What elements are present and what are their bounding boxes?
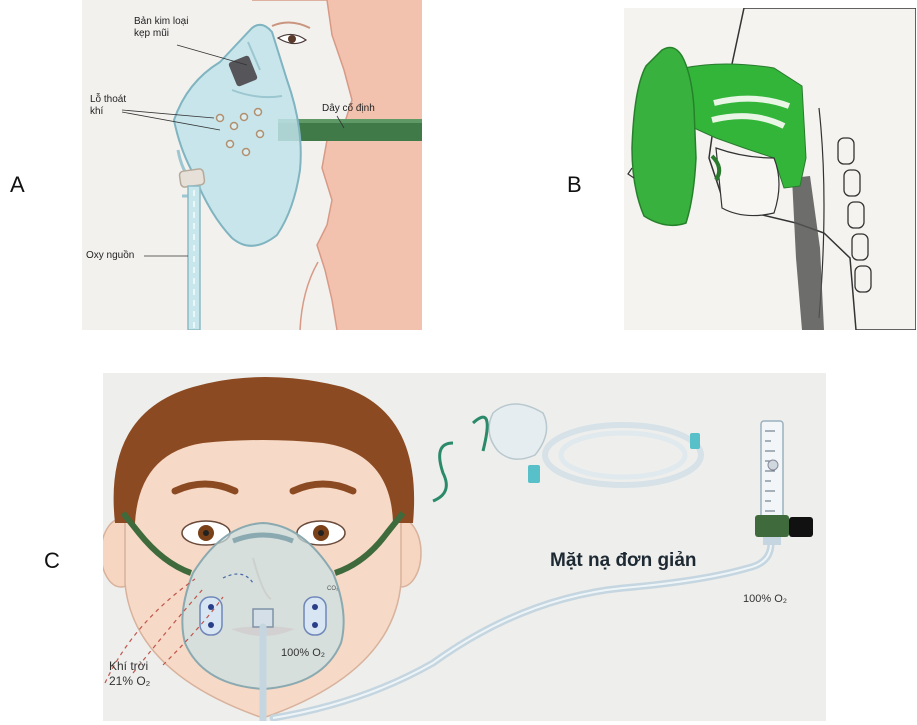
strap-label: Dây cố định xyxy=(322,103,375,115)
flowmeter-oxygen-label: 100% O₂ xyxy=(743,593,787,605)
mask-profile-illustration xyxy=(82,0,422,330)
panel-letter-a: A xyxy=(10,172,25,198)
oxygen-source-label: Oxy nguồn xyxy=(86,250,134,262)
simple-mask-illustration xyxy=(103,373,826,721)
mask-oxygen-label: 100% O₂ xyxy=(281,647,325,659)
panel-c-simple-mask-setup: Mặt nạ đơn giản 100% O₂ 100% O₂ CO₂ Khí … xyxy=(103,373,826,721)
simple-mask-title: Mặt nạ đơn giản xyxy=(550,550,697,572)
airway-section-illustration xyxy=(624,8,916,330)
flowmeter-valve xyxy=(755,515,789,537)
panel-letter-c: C xyxy=(44,548,60,574)
panel-b-airway-section xyxy=(624,8,916,330)
co2-label: CO₂ xyxy=(327,586,338,592)
mask-green xyxy=(632,48,696,226)
spare-mask xyxy=(489,404,547,459)
oxygen-connector xyxy=(179,168,205,187)
panel-letter-b: B xyxy=(567,172,582,198)
tongue xyxy=(716,148,779,216)
